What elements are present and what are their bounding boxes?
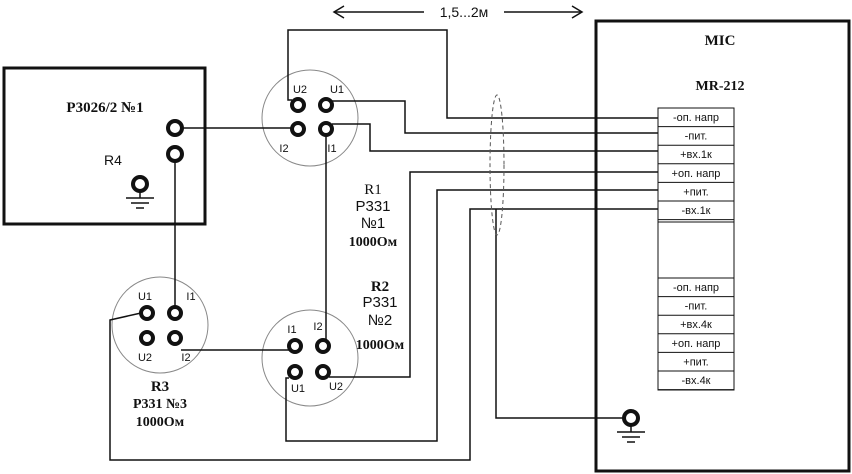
r2-number: №2: [368, 312, 392, 329]
p3026-terminal-top: [166, 119, 184, 137]
r3-pin-i2: I2: [181, 352, 190, 364]
mic-ground-icon: [617, 409, 645, 443]
r1-number: №1: [361, 215, 385, 232]
wire-r2-u1-mic: [285, 189, 658, 442]
mic-terminal-label: +вх.4к: [680, 319, 712, 331]
mic-device: MIC MR-212 -оп. напр -пит. +вх.1к +оп. напр…: [594, 19, 851, 473]
r1-value: 1000Ом: [349, 235, 398, 250]
r1-name: R1: [364, 182, 382, 198]
r3-terminal-i2: [167, 330, 183, 346]
wire-r1-u1-mic: [332, 100, 658, 134]
cable-shield: [489, 94, 505, 236]
mic-terminal-label: +оп. напр: [672, 168, 721, 180]
mic-title: MIC: [705, 33, 736, 49]
r1-terminal-u2: [290, 97, 306, 113]
r1-caption: R1 Р331 №1 1000Ом: [349, 182, 398, 250]
r1-terminal-i1: [318, 121, 334, 137]
r2-value: 1000Ом: [356, 338, 405, 353]
mic-terminal-label: +пит.: [683, 186, 708, 198]
wire-r1-u2-mic: [287, 29, 658, 119]
r3-terminal-u2: [139, 330, 155, 346]
mic-terminal-label: -пит.: [685, 131, 708, 143]
ground-icon: [126, 175, 154, 209]
r2-terminal-u2: [315, 364, 331, 380]
p3026-r-label: R4: [104, 152, 122, 168]
r2-model: Р331: [362, 294, 397, 311]
r1-terminal-u1: [318, 97, 334, 113]
r3-value: 1000Ом: [136, 415, 185, 430]
r3-caption: R3 Р331 №3 1000Ом: [133, 379, 187, 430]
p3026-terminal-bottom: [166, 145, 184, 163]
r3-body: [111, 276, 209, 374]
r2-pin-i1: I1: [287, 324, 296, 336]
mic-terminal-label: +вх.1к: [680, 149, 712, 161]
r3-pin-u2: U2: [138, 352, 152, 364]
mic-box: [594, 19, 851, 473]
r3-pin-u1: U1: [138, 291, 152, 303]
r3-model: Р331 №3: [133, 397, 187, 412]
r2-terminal-u1: [287, 364, 303, 380]
wire-r3-u1-mic: [109, 208, 658, 461]
r2-pin-i2: I2: [313, 321, 322, 333]
r2-terminal-i1: [287, 338, 303, 354]
r3-terminal-u1: [139, 305, 155, 321]
r3-pin-i1: I1: [186, 291, 195, 303]
dimension-arrow-left: [332, 5, 345, 19]
r3-resistor: U1 I1 U2 I2: [111, 276, 209, 374]
mic-terminal-label: -оп. напр: [673, 112, 719, 124]
p3026-box: [2, 66, 207, 226]
p3026-title: Р3026/2 №1: [66, 100, 143, 116]
r2-terminal-i2: [315, 338, 331, 354]
wire-r2-u2-mic: [329, 171, 658, 378]
r1-model: Р331: [355, 198, 390, 215]
r2-resistor: I1 I2 U1 U2: [261, 309, 359, 407]
r1-pin-i2: I2: [279, 143, 288, 155]
r1-body: [261, 69, 359, 167]
p3026-device: Р3026/2 №1 R4: [2, 66, 207, 226]
wiring: [109, 29, 658, 461]
dimension-label: 1,5...2м: [440, 4, 489, 20]
mic-terminal-label: -пит.: [685, 301, 708, 313]
mic-terminal-label: +оп. напр: [672, 338, 721, 350]
mic-terminal-label: +пит.: [683, 356, 708, 368]
r2-name: R2: [371, 279, 389, 295]
r1-pin-u2: U2: [293, 84, 307, 96]
mic-terminal-block-1: -оп. напр -пит. +вх.1к +оп. напр +пит. -вх.1к: [658, 112, 734, 221]
mic-terminal-block-4: -оп. напр -пит. +вх.4к +оп. напр +пит. -вх.4к: [658, 282, 734, 391]
r3-name: R3: [151, 379, 169, 395]
mic-model: MR-212: [696, 79, 745, 94]
wire-r1-i1-mic: [332, 123, 658, 152]
dimension-arrow-right: [571, 5, 584, 19]
mic-terminal-label: -оп. напр: [673, 282, 719, 294]
r3-terminal-i1: [167, 305, 183, 321]
r2-pin-u2: U2: [329, 381, 343, 393]
r1-pin-i1: I1: [327, 143, 336, 155]
distance-dimension: 1,5...2м: [332, 3, 584, 20]
r2-pin-u1: U1: [291, 383, 305, 395]
r2-body: [261, 309, 359, 407]
r1-resistor: U2 U1 I2 I1: [261, 69, 359, 167]
r1-terminal-i2: [290, 121, 306, 137]
mic-terminal-label: -вх.1к: [682, 205, 711, 217]
wire-mic-ground: [495, 209, 624, 419]
r2-caption: R2 Р331 №2 1000Ом: [356, 279, 405, 353]
r1-pin-u1: U1: [330, 84, 344, 96]
mic-terminal-label: -вх.4к: [682, 375, 711, 387]
